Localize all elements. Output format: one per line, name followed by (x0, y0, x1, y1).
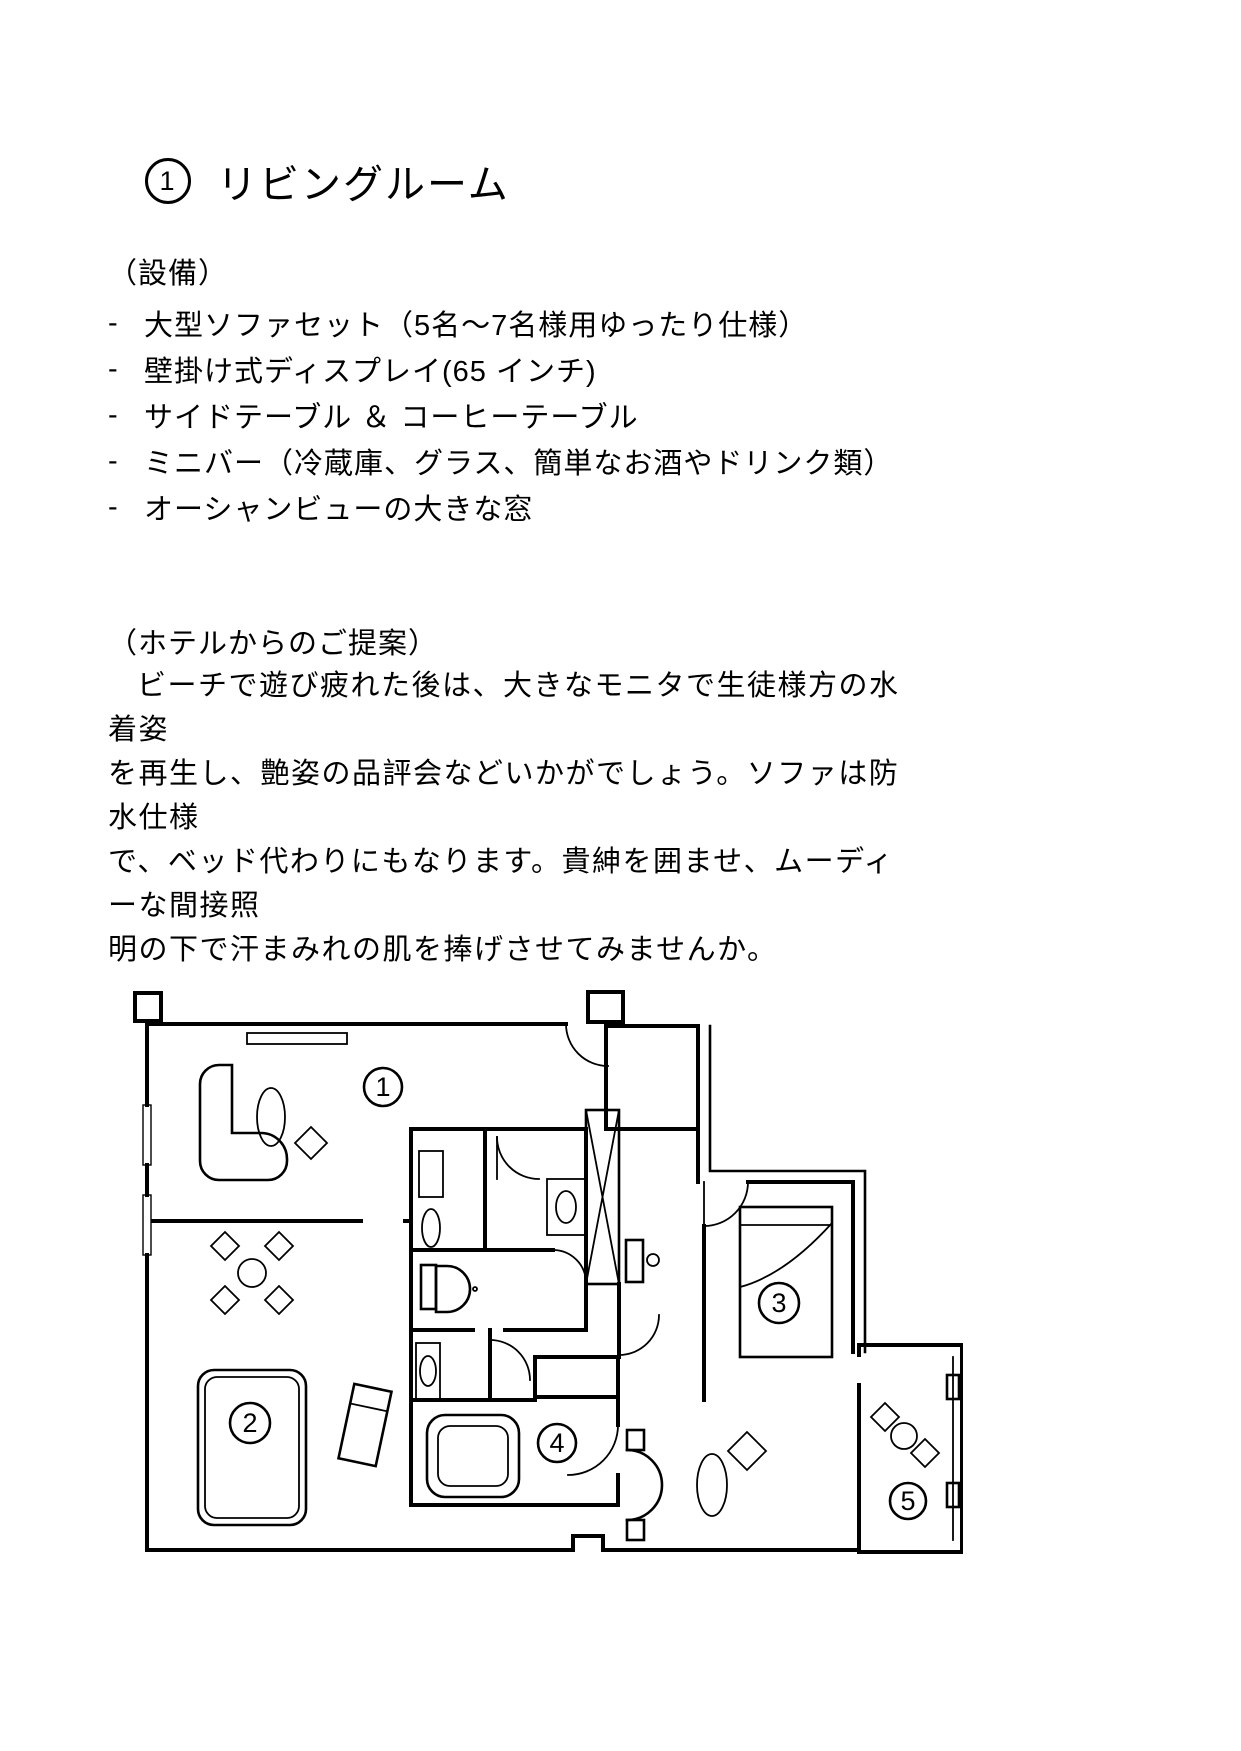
proposal-heading: （ホテルからのご提案） (108, 628, 439, 660)
list-bullet: - (108, 444, 119, 477)
wall-closet (533, 1355, 620, 1399)
bed-outline (738, 1205, 834, 1359)
title-text: リビングルーム (217, 163, 510, 207)
list-bullet: - (108, 490, 119, 523)
list-bullet: - (108, 352, 119, 385)
window (142, 1194, 152, 1256)
wall-display-tv (246, 1032, 348, 1045)
sofa-l-shape (198, 1063, 289, 1182)
floorplan-walls (133, 990, 963, 1554)
balcony-step (945, 1481, 961, 1509)
shower-tub-outer (425, 1413, 521, 1499)
chair-diamond (263, 1230, 295, 1262)
room-4-number: 4 (549, 1428, 564, 1458)
list-item: - オーシャンビューの大きな窓 (108, 484, 893, 530)
lounger-line (349, 1402, 389, 1413)
balcony-chair-diamond (869, 1401, 901, 1433)
chair-oval (696, 1453, 728, 1517)
lounger-body (336, 1382, 394, 1468)
floorplan-diagram: 1 2 (133, 990, 963, 1554)
sink-basin (421, 1208, 441, 1248)
shaft-x-mark (584, 1108, 621, 1286)
lounger (336, 1382, 394, 1468)
sink-basin (419, 1355, 437, 1387)
list-bullet: - (108, 306, 119, 339)
room-5-circle (888, 1481, 928, 1521)
wall-tab (586, 990, 625, 1024)
list-item-text: サイドテーブル ＆ コーヒーテーブル (144, 402, 639, 434)
room-3-number: 3 (771, 1288, 786, 1318)
basin-semicircle (625, 1448, 664, 1522)
list-item-text: ミニバー（冷蔵庫、グラス、簡単なお酒やドリンク類） (144, 448, 894, 480)
wall-bottom (145, 1534, 861, 1552)
door-arc-bath (567, 1424, 619, 1476)
table-circle (237, 1258, 267, 1288)
chair-diamond (209, 1284, 241, 1316)
door-arc-bedroom (703, 1181, 749, 1227)
cabinet (624, 1238, 645, 1284)
page-title: 1 リビングルーム (145, 152, 510, 210)
balcony-step (945, 1373, 961, 1401)
title-circled-number: 1 (145, 158, 191, 204)
list-bullet: - (108, 398, 119, 431)
list-item: - サイドテーブル ＆ コーヒーテーブル (108, 392, 893, 438)
door-arc-wc (552, 1249, 587, 1284)
toilet-button (472, 1286, 478, 1292)
window (142, 1104, 152, 1166)
room-1-number: 1 (375, 1072, 390, 1102)
list-item-text: 壁掛け式ディスプレイ(65 インチ) (144, 356, 597, 388)
bathtub-outer (196, 1368, 308, 1527)
toilet-bowl (434, 1264, 472, 1314)
chair-diamond (209, 1230, 241, 1262)
balcony-table-circle (890, 1422, 918, 1450)
list-item-text: 大型ソファセット（5名～7名様用ゆったり仕様） (144, 310, 809, 342)
room-4-circle (536, 1422, 578, 1464)
door-arc-vestibule (489, 1339, 531, 1381)
coffee-table-oval (256, 1087, 286, 1147)
room-2-circle (228, 1401, 272, 1445)
basin-side (625, 1428, 646, 1452)
cabinet-knob (646, 1253, 660, 1267)
wall-outer-right (708, 1024, 867, 1354)
toilet-tank (419, 1263, 438, 1311)
wall-balcony (857, 1343, 963, 1554)
list-item: - 大型ソファセット（5名～7名様用ゆったり仕様） (108, 300, 893, 346)
room-2-number: 2 (242, 1408, 257, 1438)
room-1-circle (362, 1066, 404, 1108)
equipment-heading: （設備） (108, 258, 229, 290)
floorplan-furniture: 1 2 (196, 1032, 941, 1542)
chair-diamond (263, 1284, 295, 1316)
sink-basin (555, 1190, 577, 1224)
vanity-counter (415, 1342, 441, 1400)
sink-cabinet (546, 1178, 586, 1236)
proposal-body: ビーチで遊び疲れた後は、大きなモニタで生徒様方の水着姿 を再生し、艶姿の品評会な… (108, 670, 900, 966)
list-item: - ミニバー（冷蔵庫、グラス、簡単なお酒やドリンク類） (108, 438, 893, 484)
room-5-number: 5 (900, 1486, 915, 1516)
wall-tab (133, 991, 163, 1023)
table-diamond (726, 1430, 768, 1472)
list-item: - 壁掛け式ディスプレイ(65 インチ) (108, 346, 893, 392)
basin-side (625, 1518, 646, 1542)
balcony-chair-diamond (909, 1437, 941, 1469)
bathtub-inner (204, 1376, 300, 1519)
door-arc-corridor (618, 1314, 660, 1356)
room-3-circle (757, 1281, 801, 1325)
shaft-box (584, 1108, 621, 1286)
list-item-text: オーシャンビューの大きな窓 (144, 494, 534, 526)
equipment-list: - 大型ソファセット（5名～7名様用ゆったり仕様） - 壁掛け式ディスプレイ(6… (108, 300, 893, 530)
door-arc-shower (496, 1136, 540, 1180)
vanity-counter (418, 1150, 444, 1198)
shower-tub-inner (437, 1425, 509, 1487)
bed-fold-curve (738, 1221, 834, 1289)
side-table-diamond (293, 1125, 329, 1161)
door-arc-entry (565, 1023, 609, 1067)
